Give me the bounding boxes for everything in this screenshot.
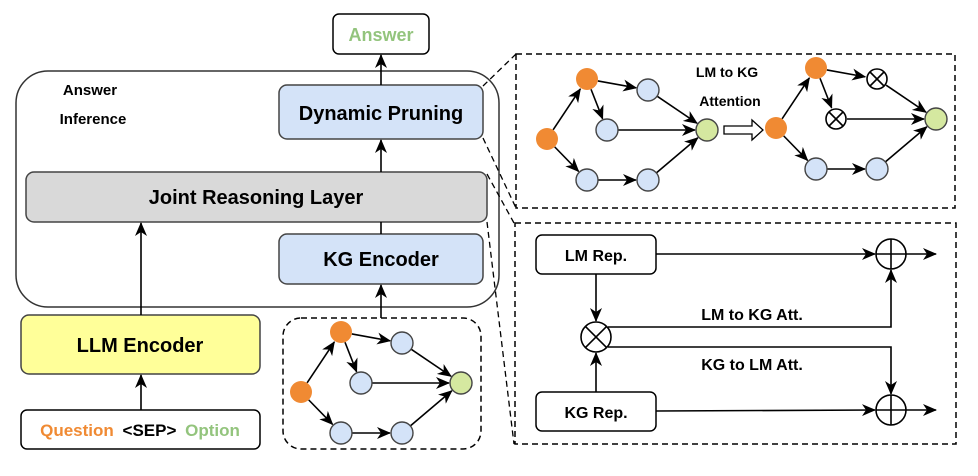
graph-edge xyxy=(656,95,698,124)
graph-edge xyxy=(351,332,392,345)
answer-node: Answer xyxy=(332,13,430,55)
answer-entity-node xyxy=(924,107,948,131)
question-entity-node xyxy=(290,381,312,403)
kg-entity-node xyxy=(349,371,373,395)
kg-entity-node xyxy=(636,78,660,102)
dynamic-pruning-node: Dynamic Pruning xyxy=(278,84,484,140)
graph-edge xyxy=(826,68,867,81)
attention-label: Attention xyxy=(699,93,760,109)
llm-encoder-node: LLM Encoder xyxy=(20,314,261,375)
answer-label: Answer xyxy=(348,25,413,45)
answer-inference-title-1: Answer xyxy=(63,82,117,99)
graph-edge xyxy=(783,135,809,162)
kg-entity-node xyxy=(865,157,889,181)
zoom-connector-pruning-bottom xyxy=(482,137,517,209)
graph-edge xyxy=(781,77,811,120)
answer-entity-node xyxy=(449,371,473,395)
graph-edge xyxy=(885,84,927,113)
kg-entity-node xyxy=(595,118,619,142)
graph-edge xyxy=(344,341,358,373)
add-operator-icon-top xyxy=(875,238,907,270)
graph-edge xyxy=(554,146,580,173)
lm-rep-node: LM Rep. xyxy=(535,234,657,275)
graph-edge xyxy=(306,341,336,384)
graph-edge xyxy=(884,126,928,163)
graph-after-pruning xyxy=(765,57,948,181)
graph-edge xyxy=(552,88,582,131)
pruned-node-icon xyxy=(825,108,847,130)
graph-edge xyxy=(819,77,833,109)
lm-to-kg-att-label: LM to KG Att. xyxy=(701,307,803,324)
question-input-node: Question <SEP> Option xyxy=(20,409,261,450)
graph-edge xyxy=(655,137,699,174)
arrow-kg-to-lm-att xyxy=(608,346,897,395)
zoom-connector-pruning-top xyxy=(482,53,517,87)
option-text: Option xyxy=(185,421,240,440)
kg-to-lm-att-label: KG to LM Att. xyxy=(701,357,803,374)
kg-rep-label: KG Rep. xyxy=(564,405,627,422)
question-entity-node xyxy=(765,117,787,139)
answer-entity-node xyxy=(695,118,719,142)
kg-entity-node xyxy=(390,331,414,355)
zoom-connector-joint-bottom xyxy=(486,221,515,445)
question-entity-node xyxy=(805,57,827,79)
lm-to-kg-label: LM to KG xyxy=(696,64,758,80)
kg-encoder-label: KG Encoder xyxy=(323,249,439,271)
graph-edge xyxy=(409,390,453,427)
pruning-detail-panel xyxy=(515,53,956,209)
fusion-detail-panel xyxy=(514,222,957,445)
llm-encoder-label: LLM Encoder xyxy=(77,335,204,357)
graph-edge xyxy=(590,88,604,120)
pruned-node-icon xyxy=(866,68,888,90)
add-operator-icon-bottom xyxy=(875,394,907,426)
arrow-lm-to-kg-att xyxy=(608,269,897,328)
svg-text:Question <SEP> Opt: Question <SEP> Option xyxy=(40,421,240,440)
sep-token: <SEP> xyxy=(123,421,177,440)
answer-inference-title-2: Inference xyxy=(60,111,127,128)
input-graph-panel xyxy=(282,317,482,450)
question-entity-node xyxy=(576,68,598,90)
kg-entity-node xyxy=(390,421,414,445)
kg-entity-node xyxy=(329,421,353,445)
kg-entity-node xyxy=(804,157,828,181)
question-entity-node xyxy=(536,128,558,150)
graph-edge xyxy=(308,399,334,426)
graph-edge xyxy=(597,79,638,92)
dynamic-pruning-label: Dynamic Pruning xyxy=(299,103,463,125)
graph-before-pruning xyxy=(536,68,719,192)
question-entity-node xyxy=(330,321,352,343)
input-knowledge-graph xyxy=(290,321,473,445)
joint-reasoning-label: Joint Reasoning Layer xyxy=(149,187,364,209)
question-text: Question xyxy=(40,421,114,440)
transform-arrow-icon xyxy=(723,118,764,142)
joint-reasoning-layer-node: Joint Reasoning Layer xyxy=(25,171,488,223)
kg-entity-node xyxy=(636,168,660,192)
lm-rep-label: LM Rep. xyxy=(565,248,627,265)
arrow-kg-rep-to-add xyxy=(655,404,876,417)
multiply-operator-icon xyxy=(580,321,612,353)
graph-edge xyxy=(410,348,452,377)
kg-rep-node: KG Rep. xyxy=(535,391,657,432)
kg-entity-node xyxy=(575,168,599,192)
kg-encoder-node: KG Encoder xyxy=(278,233,484,285)
